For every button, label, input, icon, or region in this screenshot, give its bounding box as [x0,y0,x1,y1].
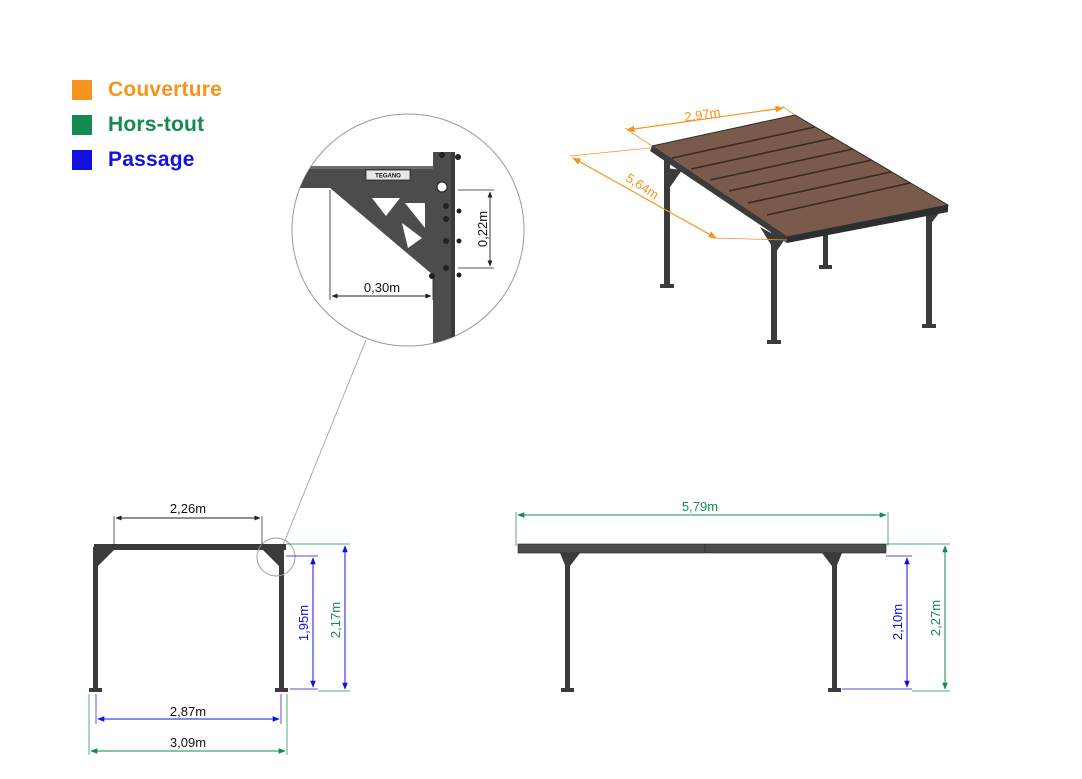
side-overall-length-label: 5,79m [682,499,718,514]
front-overall-height-label: 2,17m [328,602,343,638]
dim-roof-width-line [626,105,784,133]
legend-item-passage: Passage [72,142,222,177]
dim-roof-length-line [572,157,717,239]
side-overall-height-label: 2,27m [928,600,943,636]
detail-width-label: 0,30m [364,280,400,295]
front-passage-height-label: 1,95m [296,605,311,641]
front-passage-width-label: 2,87m [170,704,206,719]
legend-label-passage: Passage [108,147,195,171]
legend-item-hors-tout: Hors-tout [72,107,222,142]
detail-leader-line [282,339,367,546]
roof-panel-seams [671,126,911,216]
front-overall-width-label: 3,09m [170,735,206,750]
detail-view: TEGANO [282,113,525,546]
front-view: 2,26m 1,95m 2,17m 2,87m 3,09m [88,501,350,755]
legend-swatch-passage [72,149,92,170]
legend-swatch-hors-tout [72,114,92,135]
legend-label-hors-tout: Hors-tout [108,112,205,136]
legend: Couverture Hors-tout Passage [72,72,222,177]
legend-item-couverture: Couverture [72,72,222,107]
front-detail-circle [256,537,296,577]
legend-swatch-couverture [72,79,92,100]
front-inner-top-label: 2,26m [170,501,206,516]
detail-brand-label: TEGANO [375,174,401,180]
detail-height-label: 0,22m [475,211,490,247]
side-view: 5,79m 2,10m 2,27m [515,499,950,692]
perspective-view: 2,97m 5,64m [569,105,950,344]
side-passage-height-label: 2,10m [890,604,905,640]
dim-roof-width-label: 2,97m [683,105,721,125]
legend-label-couverture: Couverture [108,77,223,101]
